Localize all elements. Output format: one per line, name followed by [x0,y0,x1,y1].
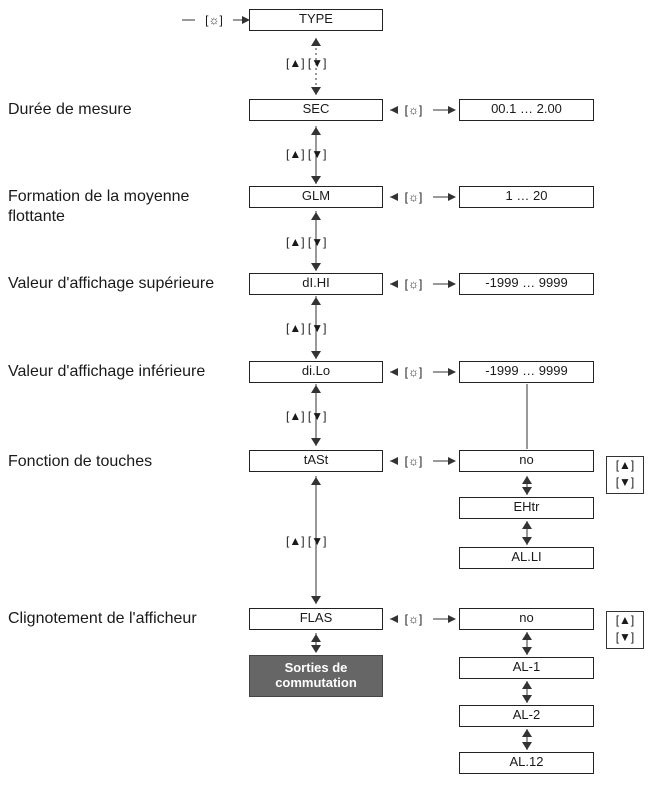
nav-updown-3: [▲] [▼] [286,235,327,249]
nav-updown-2: [▲] [▼] [286,147,327,161]
param-tast: tASt [249,450,383,472]
tast-option-ehtr: EHtr [459,497,594,519]
range-dilo: -1999 … 9999 [459,361,594,383]
switching-outputs-line2: commutation [275,675,357,690]
down-key: [▼] [615,630,635,644]
param-flas: FLAS [249,608,383,630]
tast-option-alli: AL.LI [459,547,594,569]
param-sec: SEC [249,99,383,121]
param-dilo: di.Lo [249,361,383,383]
label-moving-average-line1: Formation de la moyenne [8,188,190,205]
nav-updown-4: [▲] [▼] [286,321,327,335]
flas-option-no: no [459,608,594,630]
range-glm: 1 … 20 [459,186,594,208]
switching-outputs-line1: Sorties de [284,660,348,675]
up-key: [▲] [615,458,635,472]
param-type: TYPE [249,9,383,31]
flas-option-al2: AL-2 [459,705,594,727]
param-dihi: dI.HI [249,273,383,295]
set-key-glm: [☼] [404,190,423,204]
label-key-function: Fonction de touches [8,453,153,470]
set-key-flas: [☼] [404,612,423,626]
up-key: [▲] [615,613,635,627]
flas-option-al1: AL-1 [459,657,594,679]
switching-outputs-box: Sorties de commutation [249,655,383,697]
range-dihi: -1999 … 9999 [459,273,594,295]
flas-updown-keys: [▲] [▼] [606,611,644,649]
nav-updown-6: [▲] [▼] [286,534,327,548]
tast-option-no: no [459,450,594,472]
set-key-sec: [☼] [404,103,423,117]
set-key-dihi: [☼] [404,277,423,291]
label-display-high: Valeur d'affichage supérieure [8,275,215,292]
param-glm: GLM [249,186,383,208]
range-sec: 00.1 … 2.00 [459,99,594,121]
set-key-tast: [☼] [404,454,423,468]
flas-option-al12: AL.12 [459,752,594,774]
set-key-dilo: [☼] [404,365,423,379]
down-key: [▼] [615,475,635,489]
set-key-entry: [☼] [205,13,223,27]
label-display-flash: Clignotement de l'afficheur [8,610,197,627]
nav-updown-1: [▲] [▼] [286,56,327,70]
label-moving-average-line2: flottante [8,208,65,225]
label-display-low: Valeur d'affichage inférieure [8,363,206,380]
nav-updown-5: [▲] [▼] [286,409,327,423]
label-measurement-duration: Durée de mesure [8,101,132,118]
tast-updown-keys: [▲] [▼] [606,456,644,494]
